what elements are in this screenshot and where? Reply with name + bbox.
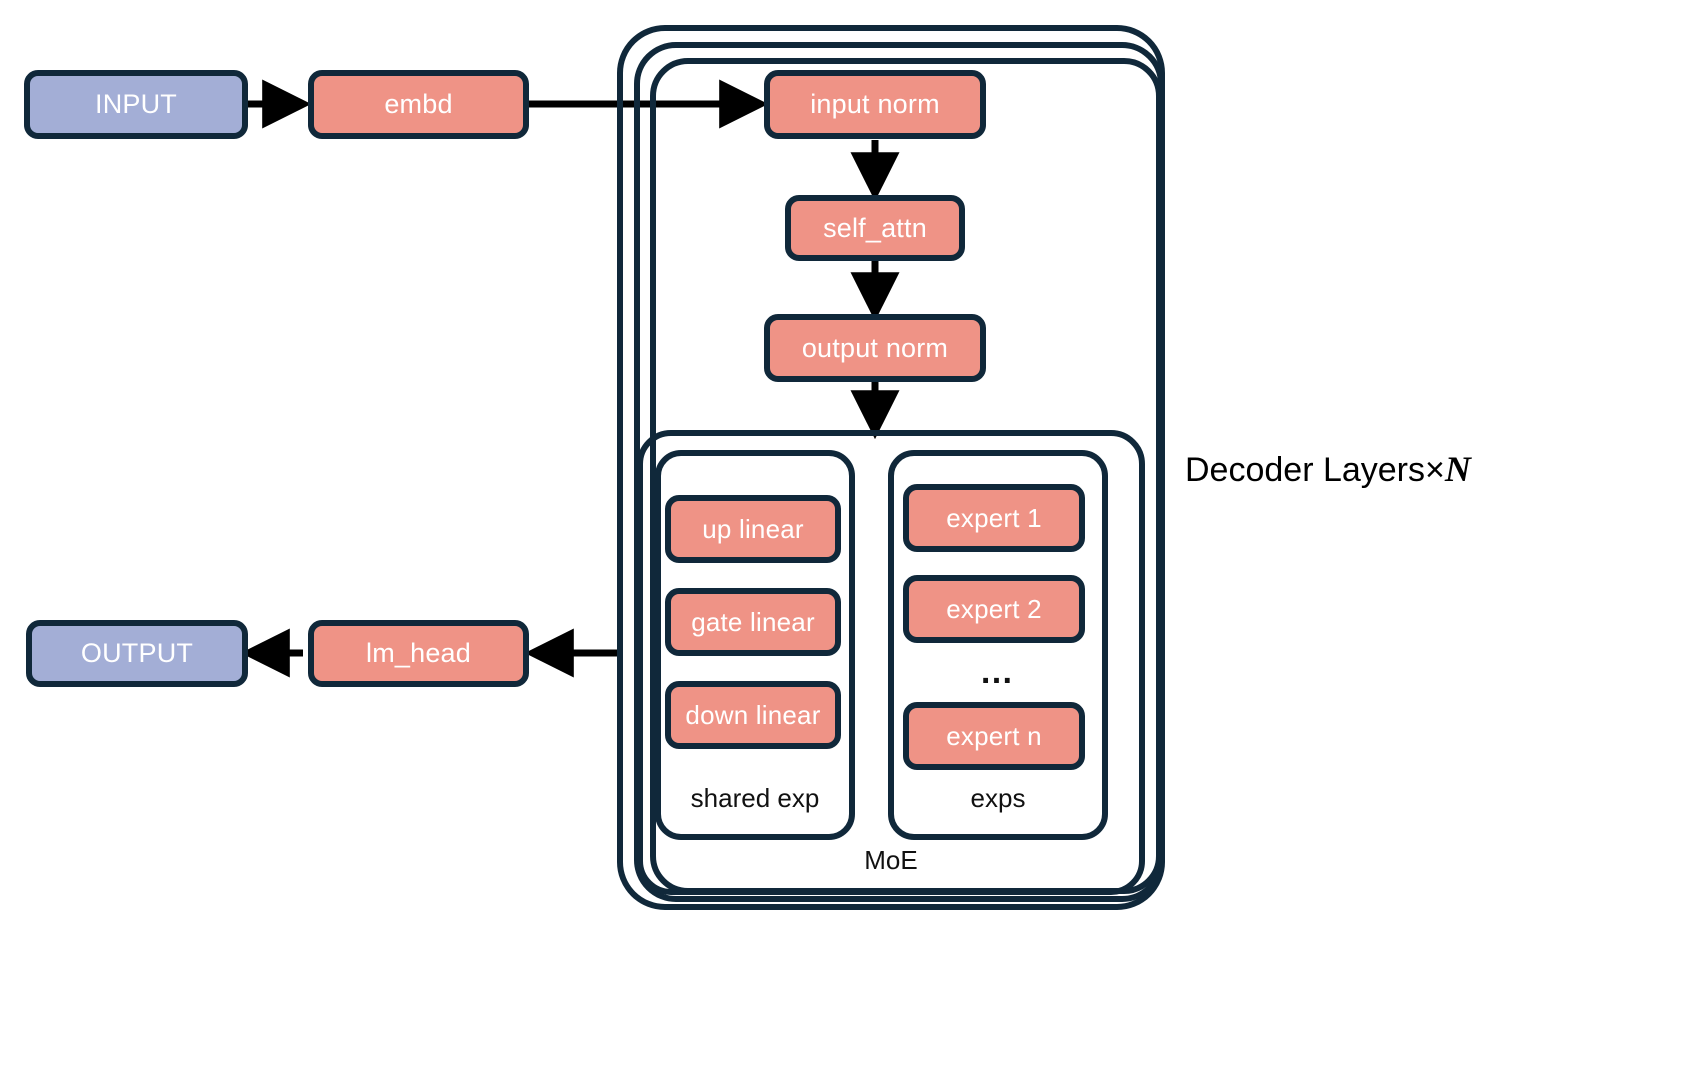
decoder-layers-label: Decoder Layers×N bbox=[1185, 448, 1471, 490]
decoder-layers-label-text: Decoder Layers× bbox=[1185, 451, 1445, 489]
embd-node-label: embd bbox=[384, 89, 453, 119]
down-linear-node-label: down linear bbox=[685, 699, 821, 730]
experts-container bbox=[888, 450, 1108, 840]
shared-expert-container bbox=[655, 450, 855, 840]
expert-n-node-label: expert n bbox=[946, 720, 1042, 751]
expert-n-node[interactable]: expert n bbox=[903, 702, 1085, 770]
expert-1-node-label: expert 1 bbox=[946, 502, 1042, 533]
lm-head-node-label: lm_head bbox=[366, 638, 471, 668]
moe-label: MoE bbox=[864, 845, 918, 875]
self-attn-node-label: self_attn bbox=[823, 212, 927, 243]
self-attn-node[interactable]: self_attn bbox=[785, 195, 965, 261]
up-linear-node[interactable]: up linear bbox=[665, 495, 841, 563]
lm-head-node[interactable]: lm_head bbox=[308, 620, 529, 687]
embd-node[interactable]: embd bbox=[308, 70, 529, 139]
input-norm-node-label: input norm bbox=[810, 89, 940, 119]
gate-linear-node-label: gate linear bbox=[691, 606, 815, 637]
down-linear-node[interactable]: down linear bbox=[665, 681, 841, 749]
output-node[interactable]: OUTPUT bbox=[26, 620, 248, 687]
experts-label: exps bbox=[970, 783, 1026, 813]
decoder-layers-count-variable: N bbox=[1444, 449, 1471, 489]
shared-expert-label: shared exp bbox=[690, 783, 820, 813]
up-linear-node-label: up linear bbox=[702, 513, 804, 544]
gate-linear-node[interactable]: gate linear bbox=[665, 588, 841, 656]
expert-2-node-label: expert 2 bbox=[946, 593, 1042, 624]
output-norm-node[interactable]: output norm bbox=[764, 314, 986, 382]
input-norm-node[interactable]: input norm bbox=[764, 70, 986, 139]
output-norm-node-label: output norm bbox=[801, 332, 949, 363]
expert-2-node[interactable]: expert 2 bbox=[903, 575, 1085, 643]
output-node-label: OUTPUT bbox=[80, 638, 194, 668]
experts-ellipsis: … bbox=[979, 653, 1017, 691]
input-node[interactable]: INPUT bbox=[24, 70, 248, 139]
expert-1-node[interactable]: expert 1 bbox=[903, 484, 1085, 552]
input-node-label: INPUT bbox=[95, 89, 177, 119]
